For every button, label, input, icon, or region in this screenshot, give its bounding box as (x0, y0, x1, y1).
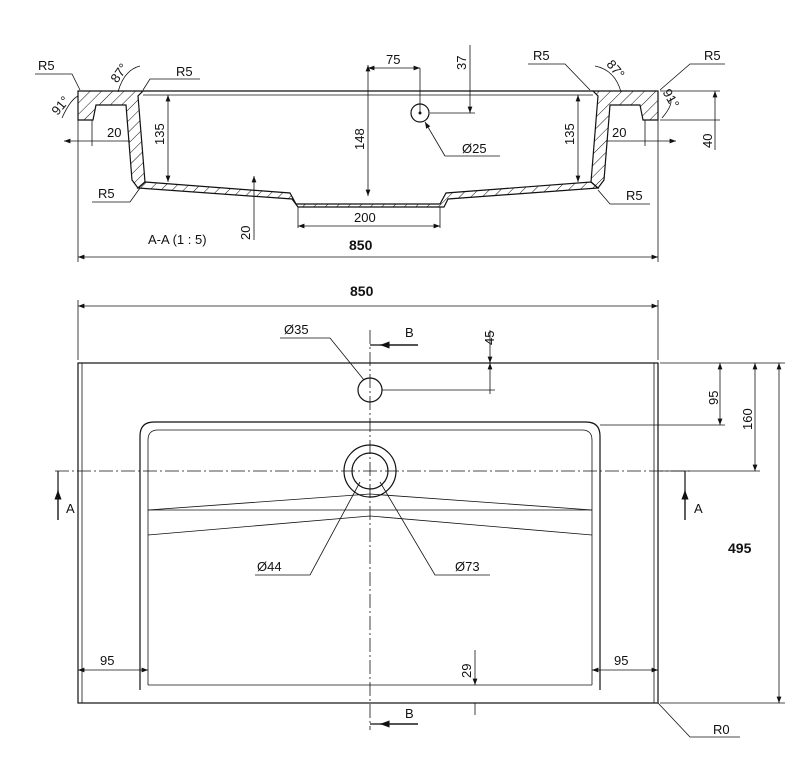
cut-label-b: B (405, 706, 414, 721)
dim-angle: 91° (48, 93, 72, 118)
section-rim-left (77, 90, 146, 189)
dim-thickness: 20 (238, 226, 253, 240)
section-view-a-a (35, 45, 725, 262)
dim-r5: R5 (626, 188, 643, 203)
dim-angle: 91° (660, 86, 683, 111)
plan-view (54, 300, 785, 738)
dim-offset: 37 (454, 56, 469, 70)
dim-depth: 135 (562, 123, 577, 145)
dim-height: 40 (700, 134, 715, 148)
dim-side: 95 (100, 653, 114, 668)
plan-outline (77, 362, 659, 704)
cut-label-a: A (66, 501, 75, 516)
dim-tap-offset: 45 (482, 331, 497, 345)
dim-depth: 148 (352, 128, 367, 150)
dim-r5: R5 (98, 186, 115, 201)
dim-angle: 87° (107, 61, 131, 86)
dim-depth: 495 (728, 540, 752, 556)
dim-width: 850 (349, 237, 373, 253)
cut-label-a: A (694, 501, 703, 516)
cut-label-b: B (405, 325, 414, 340)
dim-tap-hole: Ø35 (284, 322, 309, 337)
dim-drain-offset: 160 (740, 408, 755, 430)
dim-hole: Ø25 (462, 141, 487, 156)
dim-width: 850 (350, 283, 374, 299)
dim-r5: R5 (38, 58, 55, 73)
dim-depth: 135 (152, 123, 167, 145)
section-bowl-bottom (136, 181, 600, 208)
dim-r5: R5 (704, 48, 721, 63)
section-title: A-A (1 : 5) (148, 232, 207, 247)
dim-rim-width: 20 (612, 125, 626, 140)
dim-r5: R5 (176, 64, 193, 79)
dim-offset: 75 (386, 52, 400, 67)
dim-r5: R5 (533, 48, 550, 63)
dim-drain-inner: Ø44 (257, 559, 282, 574)
dim-rim-width: 20 (107, 125, 121, 140)
dim-drain: 200 (354, 210, 376, 225)
dim-front: 29 (459, 664, 474, 678)
dim-basin-offset: 95 (706, 391, 721, 405)
dim-angle: 87° (604, 57, 628, 82)
dim-corner-radius: R0 (713, 722, 730, 737)
plan-labels: 850 Ø35 45 95 160 495 Ø44 Ø73 95 95 29 R… (66, 283, 755, 737)
section-rim-right (590, 90, 659, 189)
dim-drain-outer: Ø73 (455, 559, 480, 574)
dim-side: 95 (614, 653, 628, 668)
